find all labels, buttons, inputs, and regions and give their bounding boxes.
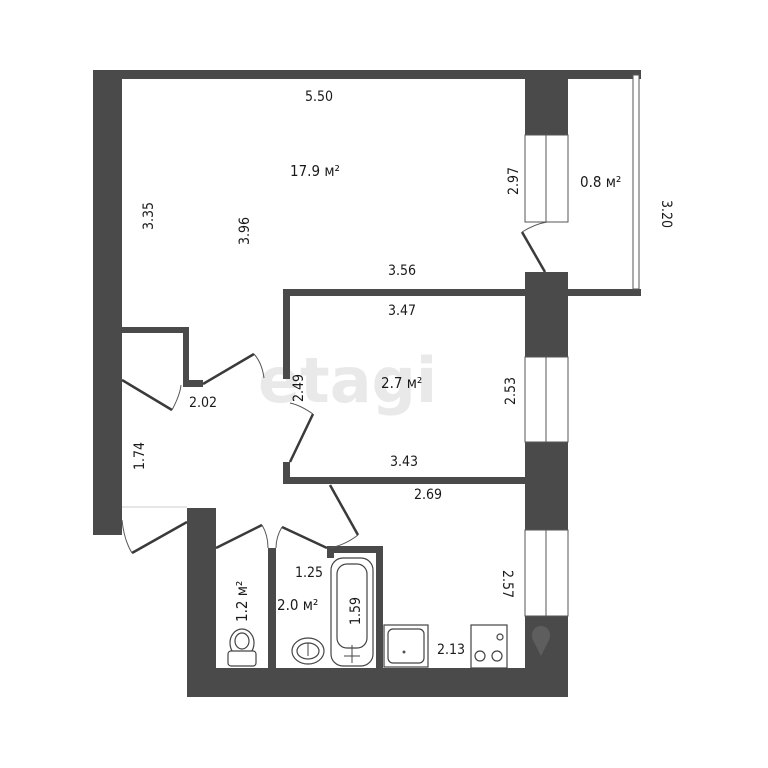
doors [121, 221, 548, 555]
dim-bedroom-top: 3.47 [388, 303, 416, 319]
area-living-room: 17.9 м² [290, 162, 340, 180]
dim-bedroom-left: 2.49 [291, 374, 307, 402]
area-bedroom: 2.7 м² [381, 374, 422, 392]
dim-living-left: 3.35 [141, 202, 157, 230]
dim-kitchen-bottom: 2.13 [437, 642, 465, 658]
outer-walls [93, 70, 641, 697]
area-balcony: 0.8 м² [580, 173, 621, 191]
dim-bedroom-right: 2.53 [503, 377, 519, 405]
area-bathroom: 2.0 м² [277, 596, 318, 614]
kitchen-sink-icon [383, 624, 429, 668]
dim-bath-width: 1.25 [295, 565, 323, 581]
bathtub-icon [330, 557, 374, 667]
toilet-icon [227, 628, 257, 667]
area-toilet: 1.2 м² [233, 581, 251, 622]
dim-balcony-side: 3.20 [658, 200, 674, 228]
dim-kitchen-top: 2.69 [414, 487, 442, 503]
dim-kitchen-right: 2.57 [499, 570, 515, 598]
map-pin-watermark-icon [532, 626, 550, 656]
dim-hall-height: 1.74 [132, 442, 148, 470]
dim-bedroom-bottom: 3.43 [390, 454, 418, 470]
area-labels: 17.9 м² 0.8 м² 2.7 м² 1.2 м² 2.0 м² [233, 162, 621, 622]
dim-living-top: 5.50 [305, 89, 333, 105]
dim-living-right: 2.97 [506, 167, 522, 195]
balcony [568, 70, 641, 296]
stove-icon [470, 624, 508, 669]
windows [524, 134, 569, 617]
dim-living-bottom: 3.56 [388, 263, 416, 279]
dim-hall-width: 2.02 [189, 395, 217, 411]
sink-icon [291, 637, 325, 665]
dim-living-inner: 3.96 [237, 217, 253, 245]
dim-bath-length: 1.59 [348, 597, 364, 625]
interior-walls [122, 289, 525, 678]
fixtures [227, 557, 508, 669]
dimension-labels: 5.50 3.35 3.96 2.97 3.56 3.20 3.47 2.49 … [132, 89, 674, 658]
